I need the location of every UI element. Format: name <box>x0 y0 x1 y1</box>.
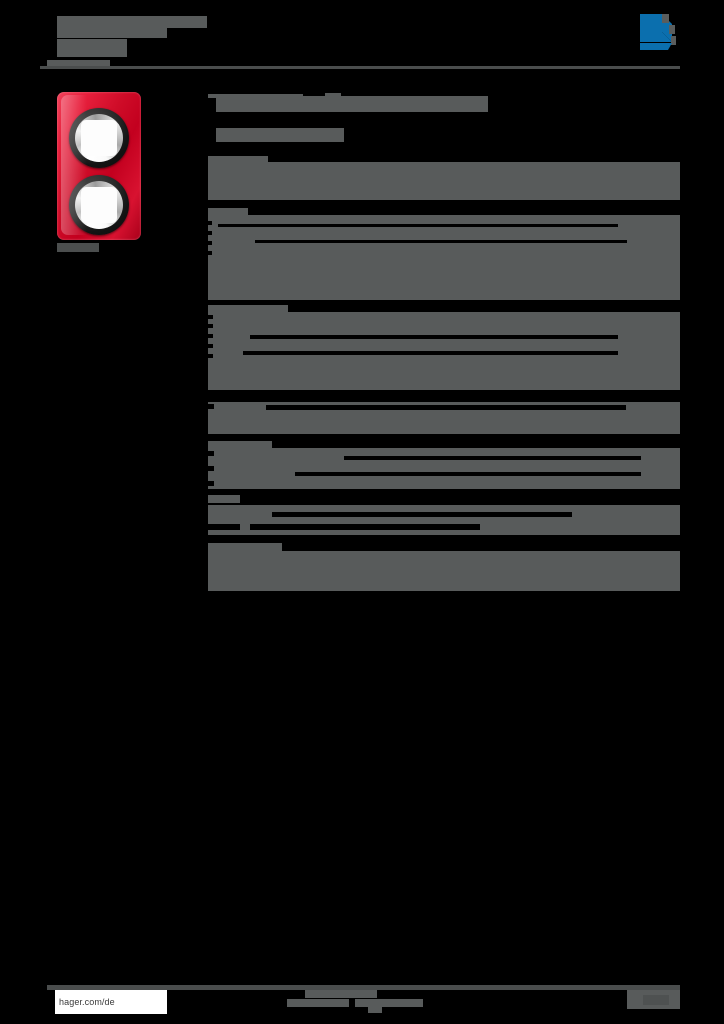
content-subheading <box>216 128 344 142</box>
section-4-row-sep-1 <box>344 456 641 460</box>
section-3-sub-notch <box>208 404 214 409</box>
footer-note-line-4 <box>368 1007 382 1013</box>
footer-note-line-3 <box>355 999 423 1007</box>
section-5-gap <box>208 535 680 545</box>
section-3-notch-3 <box>208 334 213 338</box>
section-2-label <box>208 208 248 216</box>
section-5-label <box>208 495 240 503</box>
section-3-notch-1 <box>208 315 213 319</box>
section-3-row-sep-2 <box>243 351 618 355</box>
page-title <box>57 16 207 28</box>
section-4-notch-3 <box>208 481 214 486</box>
section-6-table <box>208 551 680 591</box>
footer-url-box[interactable]: hager.com/de <box>55 990 167 1014</box>
section-2-notch-1 <box>208 221 212 225</box>
footer-divider <box>47 985 680 990</box>
header-rule-stub <box>47 60 110 66</box>
page-title-line2 <box>57 27 167 38</box>
section-4-notch-1 <box>208 451 214 456</box>
section-1-label <box>208 156 268 164</box>
section-2-notch-2 <box>208 231 212 235</box>
socket-opening-bottom <box>69 175 129 235</box>
section-3-sub-gap <box>208 434 680 446</box>
header-divider <box>40 66 680 69</box>
section-4-label <box>208 441 272 449</box>
section-1-gap <box>208 200 680 206</box>
section-4-gap <box>208 489 680 495</box>
content-heading <box>216 96 488 112</box>
section-5-notch-2 <box>250 524 480 530</box>
section-3-gap <box>208 390 680 402</box>
section-4-notch-2 <box>208 466 214 471</box>
section-3-label <box>208 305 288 313</box>
product-image-caption <box>57 243 99 252</box>
footer-url-text: hager.com/de <box>59 997 115 1007</box>
section-2-row-sep-1 <box>218 224 618 227</box>
section-3-notch-4 <box>208 344 213 348</box>
product-frame-graphic <box>57 92 141 240</box>
section-3-sub-sep <box>266 405 626 410</box>
section-3-notch-2 <box>208 324 213 328</box>
section-2-gap <box>208 300 680 308</box>
section-1-table <box>208 162 680 200</box>
footer-page-number <box>643 995 669 1005</box>
section-5-row-sep-1 <box>272 512 572 517</box>
page-subtitle <box>57 39 127 57</box>
socket-opening-top <box>69 108 129 168</box>
content-heading-accent <box>325 93 341 98</box>
footer-note-line-1 <box>305 990 377 998</box>
section-5-table <box>208 505 680 535</box>
section-2-notch-4 <box>208 251 212 255</box>
section-4-table <box>208 448 680 490</box>
section-2-notch-3 <box>208 241 212 245</box>
section-4-row-sep-2 <box>295 472 641 476</box>
section-5-notch-1 <box>208 524 240 530</box>
section-6-label <box>208 543 282 551</box>
section-2-row-sep-2 <box>255 240 627 243</box>
section-2-table <box>208 215 680 300</box>
section-3-row-sep-1 <box>250 335 618 339</box>
section-3-notch-5 <box>208 354 213 358</box>
hager-logo[interactable] <box>638 10 684 54</box>
footer-note-line-2 <box>287 999 349 1007</box>
product-image <box>57 92 141 240</box>
hager-logo-icon <box>640 14 676 50</box>
